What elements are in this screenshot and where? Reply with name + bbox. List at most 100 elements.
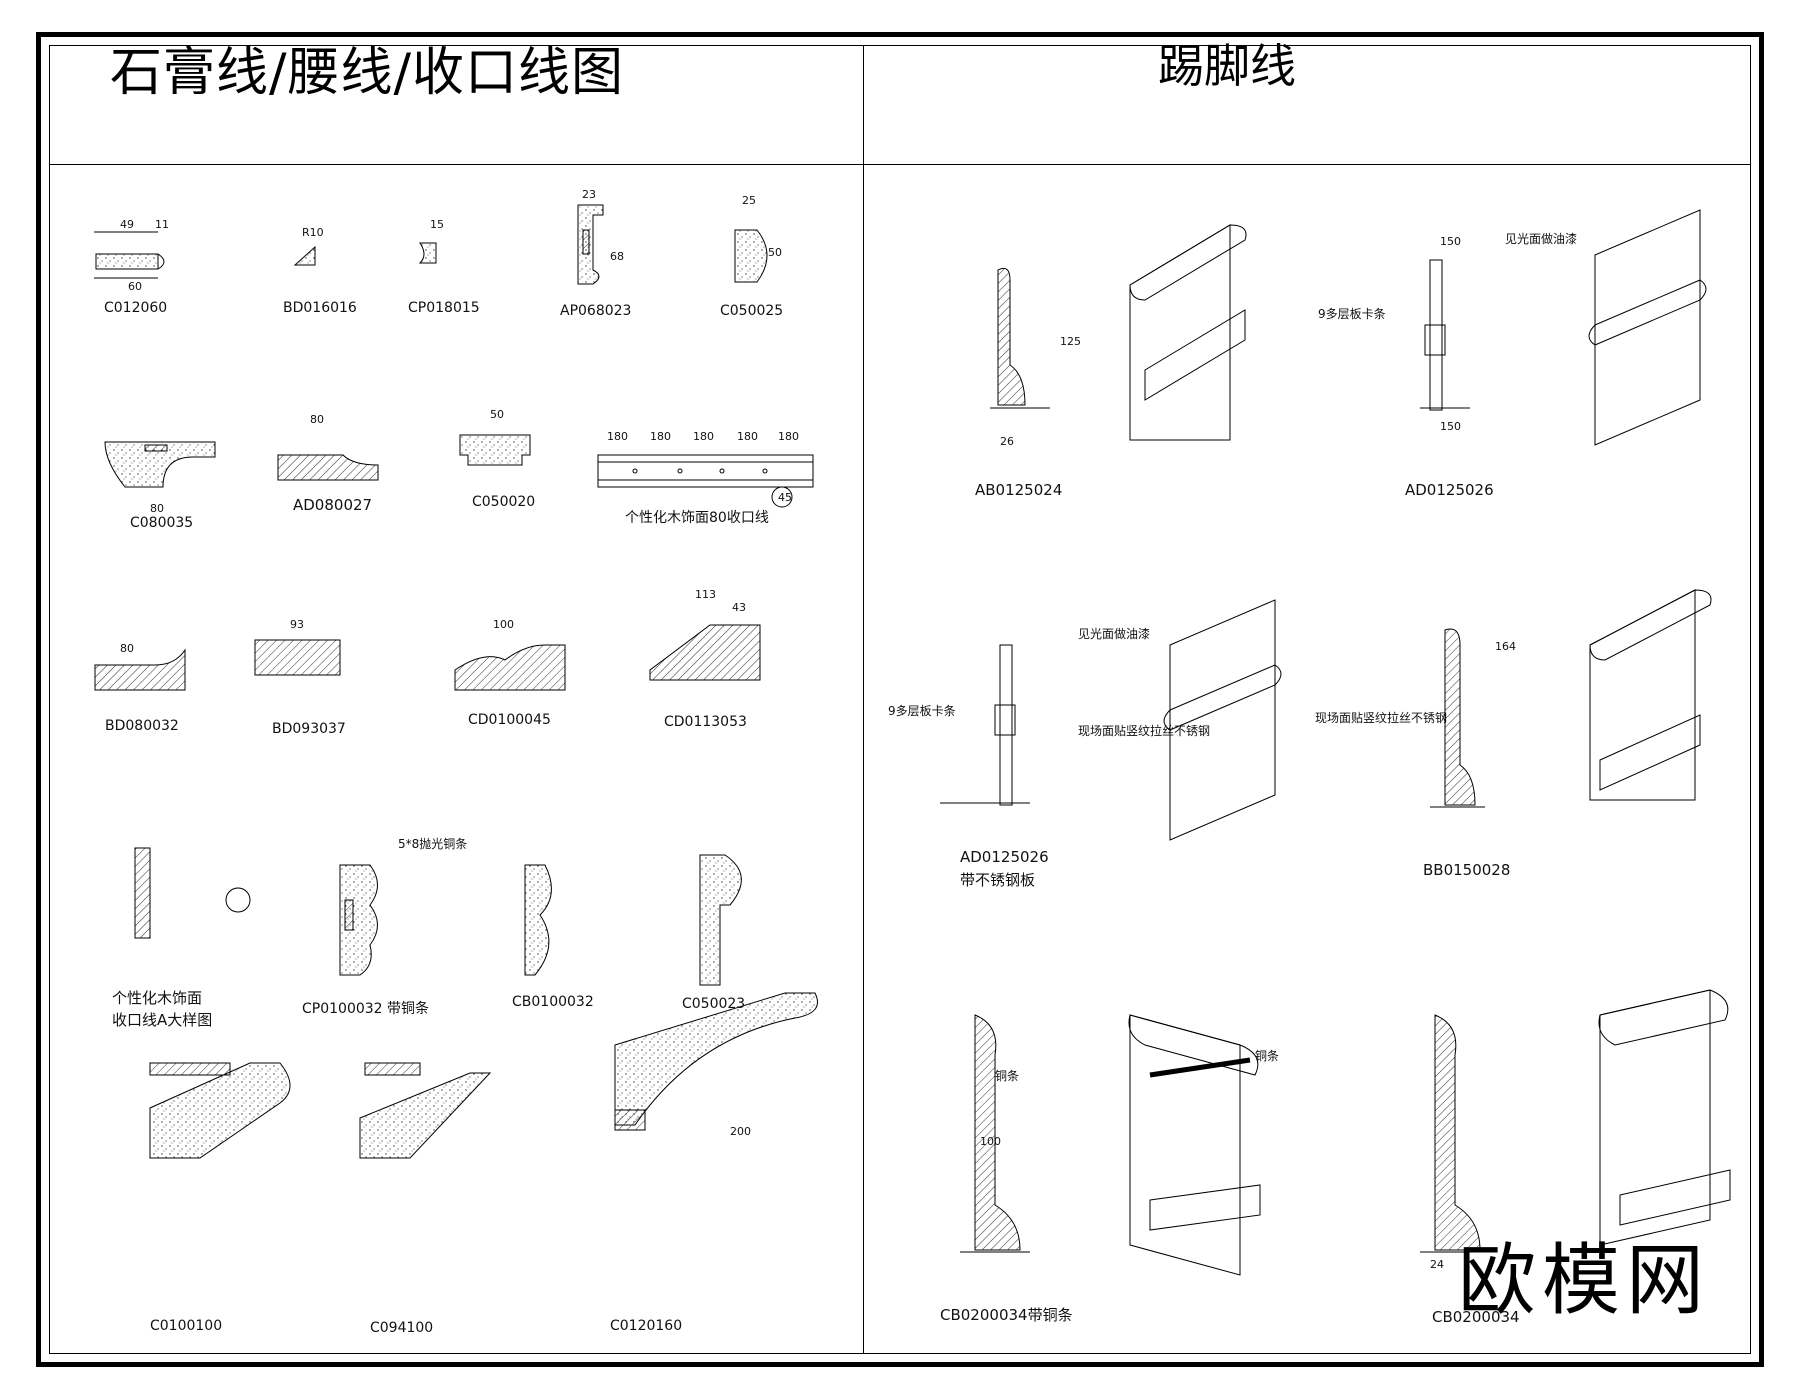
drawing-sheet — [36, 32, 1764, 1367]
note-plywood: 9多层板卡条 — [1318, 307, 1386, 321]
profile-wood-edge-80 — [597, 454, 814, 508]
dim-text: 180 — [778, 430, 799, 443]
dim-text: 45 — [778, 491, 792, 504]
label-CB0200034: CB0200034 — [1432, 1308, 1520, 1326]
label-BD093037: BD093037 — [272, 721, 346, 737]
label-AD0125026-steel: AD0125026 — [960, 848, 1049, 866]
profile-CP018015 — [418, 242, 437, 264]
profile-BD080032 — [94, 648, 186, 691]
dim-text: 11 — [155, 218, 169, 231]
label-C050025: C050025 — [720, 303, 783, 319]
profile-C012060 — [94, 231, 165, 279]
note-steel-2: 现场面贴竖纹拉丝不锈钢 — [1315, 710, 1447, 725]
dim-text: 113 — [695, 588, 716, 601]
dim-text: 180 — [607, 430, 628, 443]
note-plywood-2: 9多层板卡条 — [888, 704, 956, 718]
profile-CB0100032 — [524, 864, 552, 976]
dim-text: 164 — [1495, 640, 1516, 653]
profile-C080035 — [104, 441, 216, 488]
note-steel: 现场面贴竖纹拉丝不锈钢 — [1078, 723, 1210, 738]
label-C0100100: C0100100 — [150, 1318, 222, 1334]
dim-text: 180 — [737, 430, 758, 443]
profile-C0100100 — [149, 1062, 291, 1159]
dim-text: 100 — [493, 618, 514, 631]
iso-AB0125024 — [1129, 224, 1247, 441]
section-AD0125026-steel — [940, 644, 1030, 806]
profile-AD080027 — [277, 454, 379, 481]
label-CP018015: CP018015 — [408, 300, 480, 316]
dim-text: 150 — [1440, 235, 1461, 248]
dim-text: 15 — [430, 218, 444, 231]
right-dimensions: 125 26 150 150 164 100 24 — [980, 235, 1516, 1271]
dim-text: 50 — [490, 408, 504, 421]
right-notes: 见光面做油漆 9多层板卡条 见光面做油漆 9多层板卡条 现场面贴竖纹拉丝不锈钢 … — [398, 231, 1577, 1083]
label-CP0100032: CP0100032 带铜条 — [302, 1000, 429, 1017]
label-CD0113053: CD0113053 — [664, 714, 747, 730]
dim-text: 68 — [610, 250, 624, 263]
profile-C050020 — [459, 434, 531, 466]
dim-text: 180 — [693, 430, 714, 443]
label-BD080032: BD080032 — [105, 718, 179, 734]
label-BD016016: BD016016 — [283, 300, 357, 316]
label-C080035: C080035 — [130, 515, 193, 531]
dim-text: 93 — [290, 618, 304, 631]
right-section-title: 踢脚线 — [1158, 39, 1296, 93]
section-CB0200034-copper — [960, 1014, 1030, 1253]
profile-AP068023 — [577, 204, 604, 285]
profile-detail-A — [134, 847, 251, 939]
label-C050023: C050023 — [682, 996, 745, 1012]
note-paint: 见光面做油漆 — [1505, 231, 1577, 246]
label-C0120160: C0120160 — [610, 1318, 682, 1334]
label-C050020: C050020 — [472, 494, 535, 510]
iso-CB0200034-copper — [1128, 1014, 1261, 1276]
dim-text: 80 — [150, 502, 164, 515]
left-section-title: 石膏线/腰线/收口线图 — [110, 43, 625, 103]
label-CB0100032: CB0100032 — [512, 994, 594, 1010]
profile-CP0100032 — [339, 864, 378, 976]
label-C012060: C012060 — [104, 300, 167, 316]
dim-text: 125 — [1060, 335, 1081, 348]
label-CB0200034-copper: CB0200034带铜条 — [940, 1306, 1073, 1324]
dim-text: 24 — [1430, 1258, 1444, 1271]
dim-text: R10 — [302, 226, 324, 239]
label-wood-edge-80: 个性化木饰面80收口线 — [625, 510, 769, 526]
note-paint-2: 见光面做油漆 — [1078, 626, 1150, 641]
label-BB0150028: BB0150028 — [1423, 861, 1510, 879]
section-AB0125024 — [990, 267, 1050, 409]
label-C094100: C094100 — [370, 1320, 433, 1336]
dim-text: 200 — [730, 1125, 751, 1138]
section-AD0125026 — [1420, 259, 1470, 411]
note-copper: 铜条 — [995, 1068, 1019, 1083]
vertical-divider — [863, 46, 864, 1353]
label-AP068023: AP068023 — [560, 303, 631, 319]
title-divider — [50, 164, 1750, 165]
skirting-drawings — [940, 209, 1731, 1276]
label-CD0100045: CD0100045 — [468, 712, 551, 728]
dim-text: 26 — [1000, 435, 1014, 448]
dim-text: 100 — [980, 1135, 1001, 1148]
dim-text: 180 — [650, 430, 671, 443]
profile-CD0113053 — [649, 624, 761, 681]
iso-AD0125026 — [1588, 209, 1707, 446]
profile-C050025 — [734, 229, 768, 283]
iso-BB0150028 — [1589, 589, 1712, 801]
dim-text: 23 — [582, 188, 596, 201]
dim-text: 49 — [120, 218, 134, 231]
section-BB0150028 — [1430, 628, 1485, 808]
label-AB0125024: AB0125024 — [975, 481, 1062, 499]
dim-text: 60 — [128, 280, 142, 293]
profile-BD093037 — [254, 639, 341, 676]
dim-text: 80 — [120, 642, 134, 655]
profile-C050023 — [699, 854, 742, 986]
label-AD080027: AD080027 — [293, 496, 372, 514]
left-dimensions: 49 11 60 R10 15 23 68 25 50 80 80 50 180… — [120, 188, 799, 1138]
dim-text: 43 — [732, 601, 746, 614]
dim-text: 50 — [768, 246, 782, 259]
dim-text: 150 — [1440, 420, 1461, 433]
profile-CD0100045 — [454, 644, 566, 691]
note-copper-2: 铜条 — [1255, 1048, 1279, 1063]
label-wood-finish: 个性化木饰面 — [112, 989, 202, 1007]
label-with-stainless: 带不锈钢板 — [960, 871, 1035, 889]
brand-watermark: 欧模网 — [1457, 1236, 1710, 1326]
